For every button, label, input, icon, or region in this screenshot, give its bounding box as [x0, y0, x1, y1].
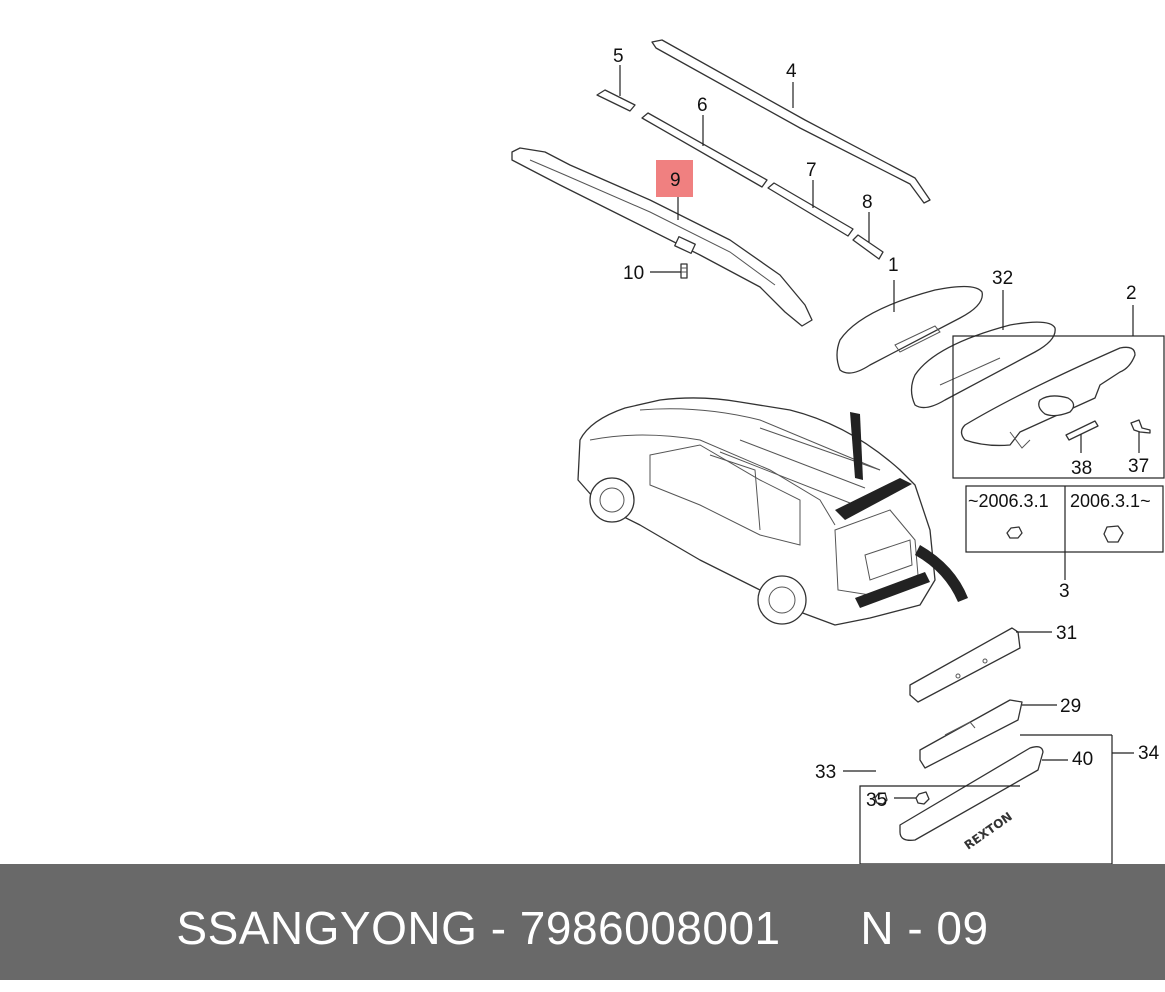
spoiler-32 [910, 321, 1056, 409]
spoiler-2-assembly [960, 346, 1136, 449]
nut-33 [874, 792, 888, 805]
callout-4: 4 [786, 61, 797, 82]
part-number: 7986008001 [519, 902, 781, 954]
callout-38: 38 [1071, 458, 1092, 479]
vehicle-illustration [577, 397, 968, 626]
callout-33: 33 [815, 762, 836, 783]
callout-2: 2 [1126, 283, 1137, 304]
leader-lines [619, 65, 1140, 799]
clip-37 [1130, 419, 1151, 434]
strip-38 [1065, 420, 1099, 441]
group-box-34 [859, 735, 1113, 864]
callout-31: 31 [1056, 623, 1077, 644]
callout-40: 40 [1072, 749, 1093, 770]
callout-34: 34 [1138, 743, 1160, 764]
nut-variant-new [1103, 525, 1124, 543]
date-before-label: ~2006.3.1 [968, 491, 1049, 511]
garnish-31 [909, 627, 1021, 703]
callout-1: 1 [888, 255, 899, 276]
emblem-text: REXTON [962, 809, 1015, 852]
callout-9: 9 [670, 170, 681, 191]
callout-5: 5 [613, 46, 624, 67]
highlight-part-9 [656, 160, 693, 197]
nut-variant-old [1006, 526, 1023, 539]
callout-29: 29 [1060, 696, 1081, 717]
spoiler-1 [836, 285, 983, 374]
callout-35: 35 [866, 790, 887, 811]
bolt-10 [680, 263, 688, 279]
molding-6 [641, 112, 768, 188]
date-variant-box: ~2006.3.1 2006.3.1~ [965, 485, 1164, 580]
callout-labels: 5 4 6 7 8 9 10 1 32 2 38 37 3 31 29 34 4… [613, 46, 1160, 811]
molding-8 [852, 234, 884, 260]
roof-rail-molding-4 [651, 39, 931, 204]
footer-caption: SSANGYONG - 7986008001 N - 09 [0, 864, 1165, 980]
molding-5 [596, 89, 636, 112]
footer-bar: SSANGYONG - 7986008001 N - 09 [0, 864, 1165, 980]
diagram-code: N - 09 [860, 902, 989, 954]
callout-3: 3 [1059, 581, 1070, 602]
callout-32: 32 [992, 268, 1013, 289]
callout-37: 37 [1128, 456, 1149, 477]
roof-rail-9 [511, 147, 813, 327]
group-box-2 [952, 335, 1165, 479]
nut-35 [915, 791, 930, 805]
callout-6: 6 [697, 95, 708, 116]
brand-name: SSANGYONG [176, 902, 478, 954]
garnish-29 [919, 699, 1023, 769]
footer-separator: - [490, 902, 507, 954]
callout-7: 7 [806, 160, 817, 181]
callout-8: 8 [862, 192, 873, 213]
parts-diagram: ~2006.3.1 2006.3.1~ [511, 39, 1165, 864]
molding-7 [767, 182, 854, 237]
date-after-label: 2006.3.1~ [1070, 491, 1151, 511]
callout-10: 10 [623, 263, 644, 284]
